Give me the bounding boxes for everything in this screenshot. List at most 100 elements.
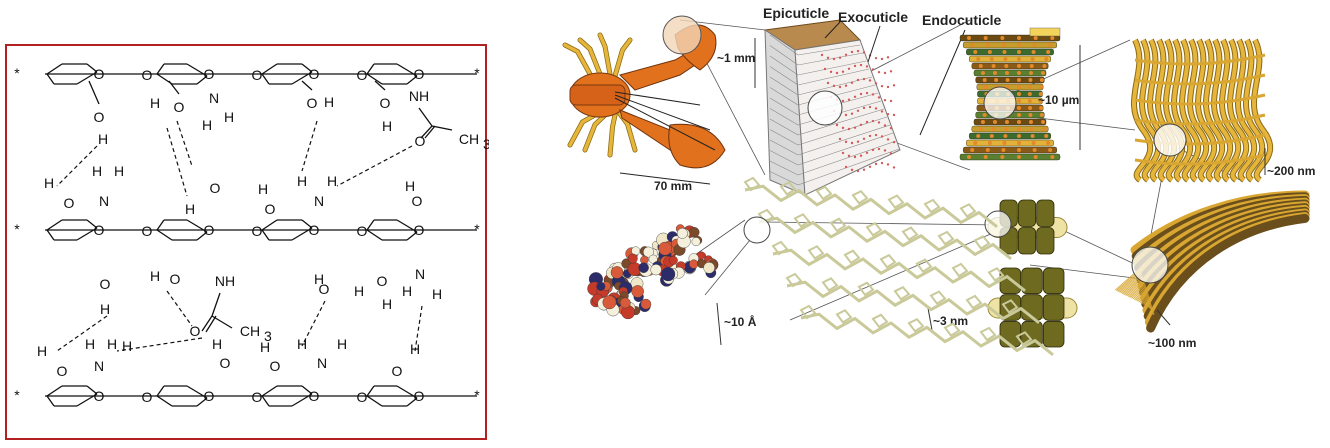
cuticle-pore-dot	[832, 84, 836, 88]
cuticle-lamina-line	[797, 44, 861, 56]
cuticle-pore-dot	[886, 138, 890, 141]
cuticle-lamina-line	[769, 34, 799, 56]
hydroxyl-oxygen: O	[57, 363, 68, 379]
chain-ring	[793, 213, 811, 228]
chain-ring	[821, 277, 839, 292]
amine-nitrogen: N	[94, 358, 104, 374]
ring-oxygen: O	[94, 66, 105, 82]
hydrogen: H	[402, 283, 412, 299]
fibril-end	[1017, 106, 1021, 110]
hydrogen: H	[410, 341, 420, 357]
fiber-strand	[1196, 39, 1217, 182]
cuticle-pore-dot	[880, 110, 884, 113]
protein-unit	[1042, 267, 1065, 295]
amine-nitrogen: N	[317, 355, 327, 371]
plywood-lamella	[969, 55, 1051, 63]
chain-ring	[815, 185, 833, 201]
glycosidic-oxygen: O	[142, 67, 153, 83]
fibril-end	[1017, 50, 1021, 54]
glycosidic-oxygen: O	[252, 389, 263, 405]
glycosidic-oxygen: O	[357, 223, 368, 239]
carbonyl-oxygen: O	[415, 133, 426, 149]
fibril-end	[1028, 78, 1033, 82]
glycosidic-oxygen: O	[142, 389, 153, 405]
cuticle-pore-dot	[868, 79, 872, 82]
fibril-end	[1017, 36, 1021, 40]
fibril-end	[1017, 148, 1021, 152]
chain-ring	[965, 294, 983, 310]
chain-ring	[779, 181, 797, 196]
cuticle-pore-dot	[835, 123, 839, 127]
bundle-frayed-end	[1137, 290, 1148, 302]
fibril-end	[1017, 85, 1021, 89]
cuticle-pore-dot	[859, 92, 863, 96]
fibril-end	[1017, 78, 1021, 82]
cuticle-pore-dot	[853, 64, 857, 68]
bundle-frayed-end	[1127, 280, 1145, 297]
fibril-end	[1038, 99, 1043, 103]
cuticle-lamina-line	[797, 68, 870, 86]
cuticle-lamina-line	[797, 132, 894, 166]
glycosidic-oxygen: O	[252, 223, 263, 239]
hydrogen: H	[314, 271, 324, 287]
hydrogen: H	[202, 117, 212, 133]
cuticle-pore-dot	[829, 70, 833, 74]
fibril-end	[1042, 64, 1047, 68]
chitin-chain	[800, 312, 1054, 356]
cuticle-pore-dot	[877, 96, 881, 99]
molecule-atom	[619, 297, 631, 309]
plywood-lamella	[963, 41, 1057, 49]
alpha-chitin-chains	[743, 176, 1054, 356]
amide-nh: NH	[215, 273, 235, 289]
cuticle-pore-dot	[844, 165, 848, 169]
amine-nitrogen: N	[314, 193, 324, 209]
hydrogen: H	[44, 175, 54, 191]
ring-oxygen: O	[204, 222, 215, 238]
chain-end-star: *	[14, 65, 20, 81]
hydrogen: H	[297, 173, 307, 189]
fiber-cross-link	[1134, 113, 1266, 126]
fibril-end	[1017, 99, 1021, 103]
fibril-end	[987, 50, 992, 54]
ring-oxygen: O	[414, 222, 425, 238]
cuticle-pore-dot	[880, 161, 884, 165]
scale-100nm-label: ~100 nm	[1148, 336, 1196, 350]
chain-ring	[907, 317, 925, 333]
cuticle-pore-dot	[844, 113, 848, 117]
cuticle-pore-dot	[877, 121, 881, 124]
amine-nitrogen: N	[415, 266, 425, 282]
protein-unit	[1036, 199, 1055, 227]
fibril-end	[980, 120, 985, 124]
epicuticle-label: Epicuticle	[763, 5, 829, 21]
zoom-circle-nanofibril	[984, 210, 1012, 238]
cuticle-pore-dot	[871, 119, 875, 123]
cuticle-pore-dot	[868, 165, 872, 168]
cuticle-pore-dot	[859, 63, 863, 67]
cuticle-pore-dot	[892, 166, 896, 169]
chain-ring	[871, 313, 889, 329]
fibril-end	[1044, 57, 1049, 61]
fiber-strand	[1132, 39, 1153, 182]
bundle-frayed-end	[1133, 286, 1147, 300]
bundle-frayed-end	[1152, 312, 1155, 314]
hydrogen: H	[405, 178, 415, 194]
cuticle-pore-dot	[838, 137, 842, 141]
chain-ring	[843, 249, 861, 265]
fiber-cross-link	[1134, 133, 1266, 146]
protein-unit	[1036, 227, 1055, 255]
protein-unit	[1017, 227, 1037, 255]
fibril-end	[985, 148, 990, 152]
cuticle-pore-dot	[880, 135, 884, 138]
cuticle-pore-dot	[835, 71, 839, 75]
cuticle-pore-dot	[850, 141, 854, 145]
molecule-atom	[596, 281, 606, 291]
hydroxyl-oxygen: O	[170, 271, 181, 287]
cuticle-pore-dot	[850, 81, 854, 84]
fibril-end	[1028, 113, 1033, 117]
chain-ring	[1001, 299, 1019, 314]
cuticle-pore-dot	[886, 85, 890, 89]
chain-end-star: *	[474, 221, 480, 237]
plywood-lamella	[973, 69, 1047, 77]
fibril-end	[1003, 57, 1008, 61]
cuticle-pore-dot	[853, 126, 857, 129]
